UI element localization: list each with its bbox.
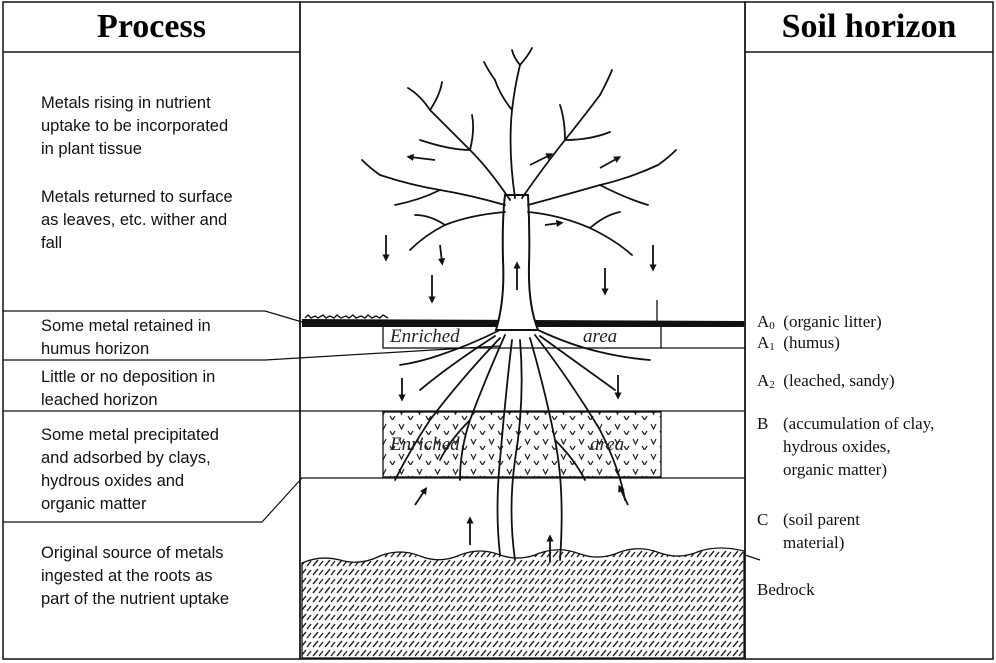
horizon-b: B(accumulation of clay, hydrous oxides, … (757, 414, 935, 479)
b-horizon-enriched-zone (382, 411, 662, 478)
process-leader-lines (3, 310, 745, 523)
horizon-a1: A1 (humus) (757, 333, 840, 353)
b-enriched-label: Enriched (390, 434, 460, 455)
horizon-leader-lines (301, 323, 761, 561)
tree-trunk (494, 194, 540, 331)
horizon-a0: A0 (organic litter) (757, 312, 882, 332)
process-note-leached: Little or no deposition in leached horiz… (41, 368, 216, 409)
b-area-label: area (590, 434, 625, 455)
tree-branches (361, 47, 677, 256)
horizon-a2: A2 (leached, sandy) (757, 371, 895, 391)
process-note-humus-retention: Some metal retained in humus horizon (41, 317, 211, 358)
soil-horizon-header: Soil horizon (781, 8, 957, 45)
bedrock-layer (301, 547, 745, 659)
a1-enriched-label: Enriched (390, 326, 460, 347)
a1-area-label: area (583, 326, 618, 347)
process-note-uptake: Metals rising in nutrient uptake to be i… (41, 94, 229, 158)
process-header: Process (97, 8, 206, 45)
horizon-column-frame (744, 1, 994, 660)
process-note-precipitation: Some metal precipitated and adsorbed by … (41, 426, 219, 513)
process-note-leaf-fall: Metals returned to surface as leaves, et… (41, 188, 233, 252)
process-note-source: Original source of metals ingested at th… (41, 544, 230, 608)
horizon-c: C(soil parent material) (757, 510, 860, 552)
litter-texture (304, 314, 389, 319)
horizon-bedrock: Bedrock (757, 580, 815, 599)
tree-roots (394, 329, 651, 561)
flow-arrows (382, 153, 657, 562)
